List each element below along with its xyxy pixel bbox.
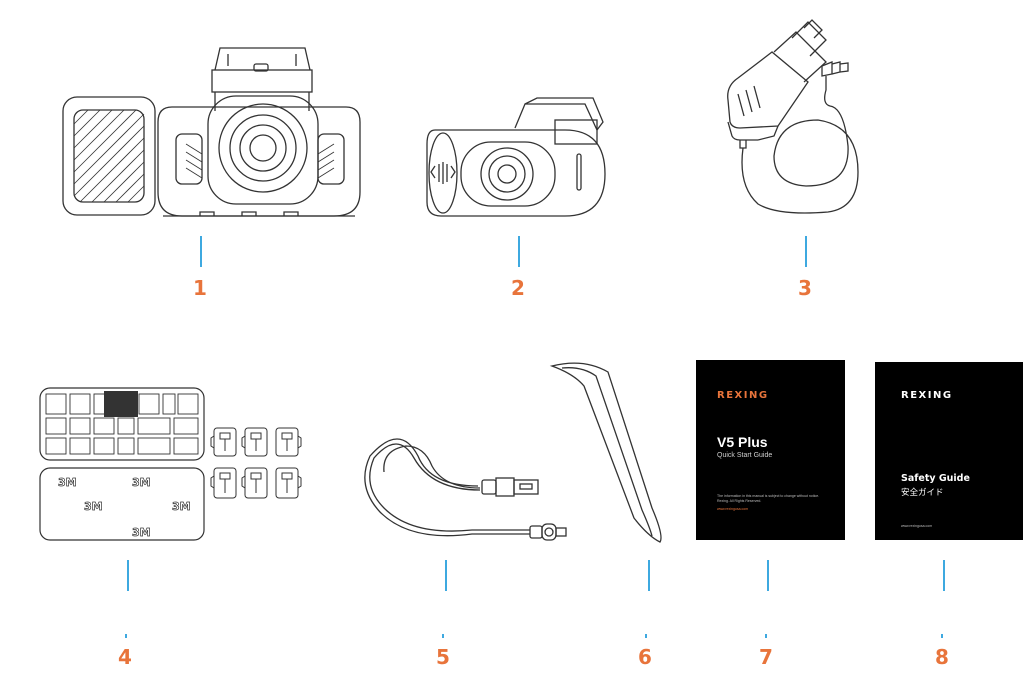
pry-tool-icon bbox=[549, 362, 662, 543]
leader-line-7 bbox=[767, 560, 769, 591]
leader-line-5 bbox=[445, 560, 447, 591]
item-number-4: 4 bbox=[118, 645, 132, 669]
mount-pads-illustration: 3M 3M 3M 3M 3M bbox=[38, 386, 308, 546]
tick-mark-4 bbox=[125, 634, 127, 638]
leader-line-2 bbox=[518, 236, 520, 267]
car-charger-cable-icon bbox=[727, 19, 859, 214]
leader-line-3 bbox=[805, 236, 807, 267]
quick-start-guide-booklet: REXING V5 Plus Quick Start Guide The inf… bbox=[696, 360, 845, 540]
safety-guide-booklet: REXING Safety Guide 安全ガイド www.rexingusa.… bbox=[875, 362, 1023, 540]
leader-line-1 bbox=[200, 236, 202, 267]
usb-cable-illustration bbox=[360, 416, 575, 546]
leader-line-8 bbox=[943, 560, 945, 591]
item-number-7: 7 bbox=[759, 645, 773, 669]
qsg-title: V5 Plus bbox=[717, 434, 768, 450]
leader-line-4 bbox=[127, 560, 129, 591]
item-number-1: 1 bbox=[193, 276, 207, 300]
item-number-8: 8 bbox=[935, 645, 949, 669]
rear-camera-icon bbox=[426, 97, 606, 217]
car-charger-illustration bbox=[718, 16, 878, 216]
tick-mark-8 bbox=[941, 634, 943, 638]
qsg-brand-logo: REXING bbox=[717, 390, 769, 401]
pad-label: 3M bbox=[84, 500, 103, 513]
pad-label: 3M bbox=[58, 476, 77, 489]
safety-brand-logo: REXING bbox=[901, 390, 953, 401]
safety-guide-url: www.rexingusa.com bbox=[901, 524, 933, 528]
item-number-6: 6 bbox=[638, 645, 652, 669]
safety-guide-title-jp: 安全ガイド bbox=[901, 488, 944, 498]
dash-cam-front-with-mount-icon bbox=[62, 47, 361, 217]
item-number-5: 5 bbox=[436, 645, 450, 669]
pad-label: 3M bbox=[132, 526, 151, 539]
tick-mark-5 bbox=[442, 634, 444, 638]
usb-cable-icon bbox=[364, 438, 567, 541]
tick-mark-6 bbox=[645, 634, 647, 638]
item-number-3: 3 bbox=[798, 276, 812, 300]
item-number-2: 2 bbox=[511, 276, 525, 300]
pad-label: 3M bbox=[132, 476, 151, 489]
tick-mark-7 bbox=[765, 634, 767, 638]
qsg-fine-print: The information in this manual is subjec… bbox=[717, 494, 820, 503]
dash-cam-front-illustration bbox=[60, 44, 370, 224]
qsg-subtitle: Quick Start Guide bbox=[717, 452, 773, 459]
pry-tool-illustration bbox=[548, 360, 668, 545]
qsg-url: www.rexingusa.com bbox=[717, 507, 749, 511]
rear-camera-illustration bbox=[425, 96, 610, 221]
leader-line-6 bbox=[648, 560, 650, 591]
safety-guide-title: Safety Guide bbox=[901, 473, 970, 484]
pad-label: 3M bbox=[172, 500, 191, 513]
adhesive-mount-pads-and-clips-icon: 3M 3M 3M 3M 3M bbox=[39, 387, 302, 541]
